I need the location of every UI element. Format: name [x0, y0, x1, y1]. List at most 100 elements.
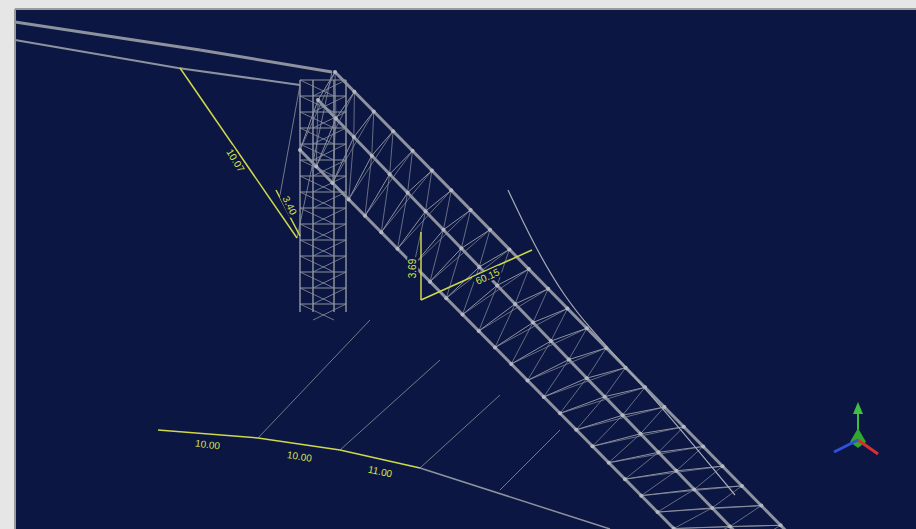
truss-member [333, 119, 336, 183]
truss-joint [352, 135, 356, 139]
truss-joint [656, 510, 660, 514]
dimension-value: 10.07 [224, 145, 249, 175]
truss-member [313, 304, 346, 320]
truss-joint [526, 378, 530, 382]
truss-joint [549, 339, 553, 343]
viewport-ground [15, 9, 916, 529]
truss-member [300, 224, 346, 225]
truss-member [381, 193, 407, 233]
truss-joint [424, 209, 428, 213]
truss-member [313, 256, 346, 272]
truss-member [313, 272, 346, 288]
truss-joint [477, 265, 481, 269]
truss-joint [334, 117, 338, 121]
y-axis-head [853, 402, 863, 414]
truss-joint [566, 307, 570, 311]
truss-member [297, 72, 332, 238]
truss-joint [493, 346, 497, 350]
truss-joint [507, 247, 511, 251]
truss-member [313, 128, 346, 144]
truss-joint [469, 208, 473, 212]
truss-member [318, 100, 748, 529]
truss-member [300, 288, 346, 289]
truss-member [587, 368, 626, 379]
truss-joint [721, 464, 725, 468]
truss-member [528, 360, 569, 381]
cable [508, 190, 735, 495]
truss-member [674, 508, 712, 529]
truss-joint [331, 181, 335, 185]
truss-member [372, 131, 393, 156]
truss-member [511, 341, 551, 364]
truss-joint [347, 197, 351, 201]
truss-member [658, 427, 683, 453]
truss-member [300, 176, 346, 177]
truss-joint [567, 358, 571, 362]
truss-joint [674, 469, 678, 473]
truss-joint [779, 523, 783, 527]
truss-member [15, 22, 200, 50]
truss-member [398, 190, 452, 249]
x-axis [858, 440, 878, 454]
truss-member [420, 468, 610, 529]
truss-joint [428, 280, 432, 284]
truss-joint [298, 148, 302, 152]
truss-joint [692, 487, 696, 491]
truss-member [551, 328, 587, 341]
truss-member [316, 119, 336, 167]
truss-joint [740, 484, 744, 488]
dimension-line [180, 68, 297, 238]
truss-joint [603, 395, 607, 399]
truss-member [313, 288, 346, 304]
dimension-value: 3.40 [280, 192, 300, 218]
dimension-value: 60.15 [473, 265, 504, 287]
dimension-line [420, 232, 422, 300]
truss-member [408, 171, 432, 193]
truss-member [443, 190, 451, 230]
truss-joint [513, 302, 517, 306]
truss-member [299, 80, 301, 312]
viewport-border [15, 8, 916, 10]
truss-member [318, 72, 335, 100]
truss-member [479, 249, 509, 267]
truss-member [300, 100, 318, 150]
truss-joint [477, 329, 481, 333]
truss-member [544, 368, 626, 397]
truss-member [354, 111, 374, 137]
truss-joint [591, 444, 595, 448]
truss-joint [656, 450, 660, 454]
truss-joint [639, 432, 643, 436]
z-axis [834, 440, 858, 452]
truss-member [300, 256, 346, 257]
truss-member [426, 171, 432, 212]
truss-member [300, 150, 690, 529]
truss-member [300, 208, 346, 209]
truss-member [300, 272, 346, 273]
truss-member [560, 387, 645, 413]
truss-joint [430, 169, 434, 173]
truss-member [300, 128, 346, 129]
truss-member [497, 269, 529, 285]
truss-joint [314, 164, 318, 168]
truss-joint [406, 191, 410, 195]
truss-member [446, 249, 509, 298]
truss-joint [379, 230, 383, 234]
truss-joint [370, 154, 374, 158]
truss-member [390, 151, 413, 174]
truss-joint [372, 109, 376, 113]
dimension-value: 10.00 [193, 437, 223, 451]
truss-joint [388, 172, 392, 176]
truss-member [313, 208, 346, 224]
truss-joint [759, 504, 763, 508]
truss-member [511, 328, 587, 364]
truss-joint [621, 413, 625, 417]
truss-joint [391, 129, 395, 133]
truss-member [730, 506, 761, 527]
truss-member [658, 506, 762, 512]
truss-wireframe [15, 22, 802, 529]
truss-member [694, 466, 722, 489]
truss-joint [682, 425, 686, 429]
truss-joint [639, 494, 643, 498]
